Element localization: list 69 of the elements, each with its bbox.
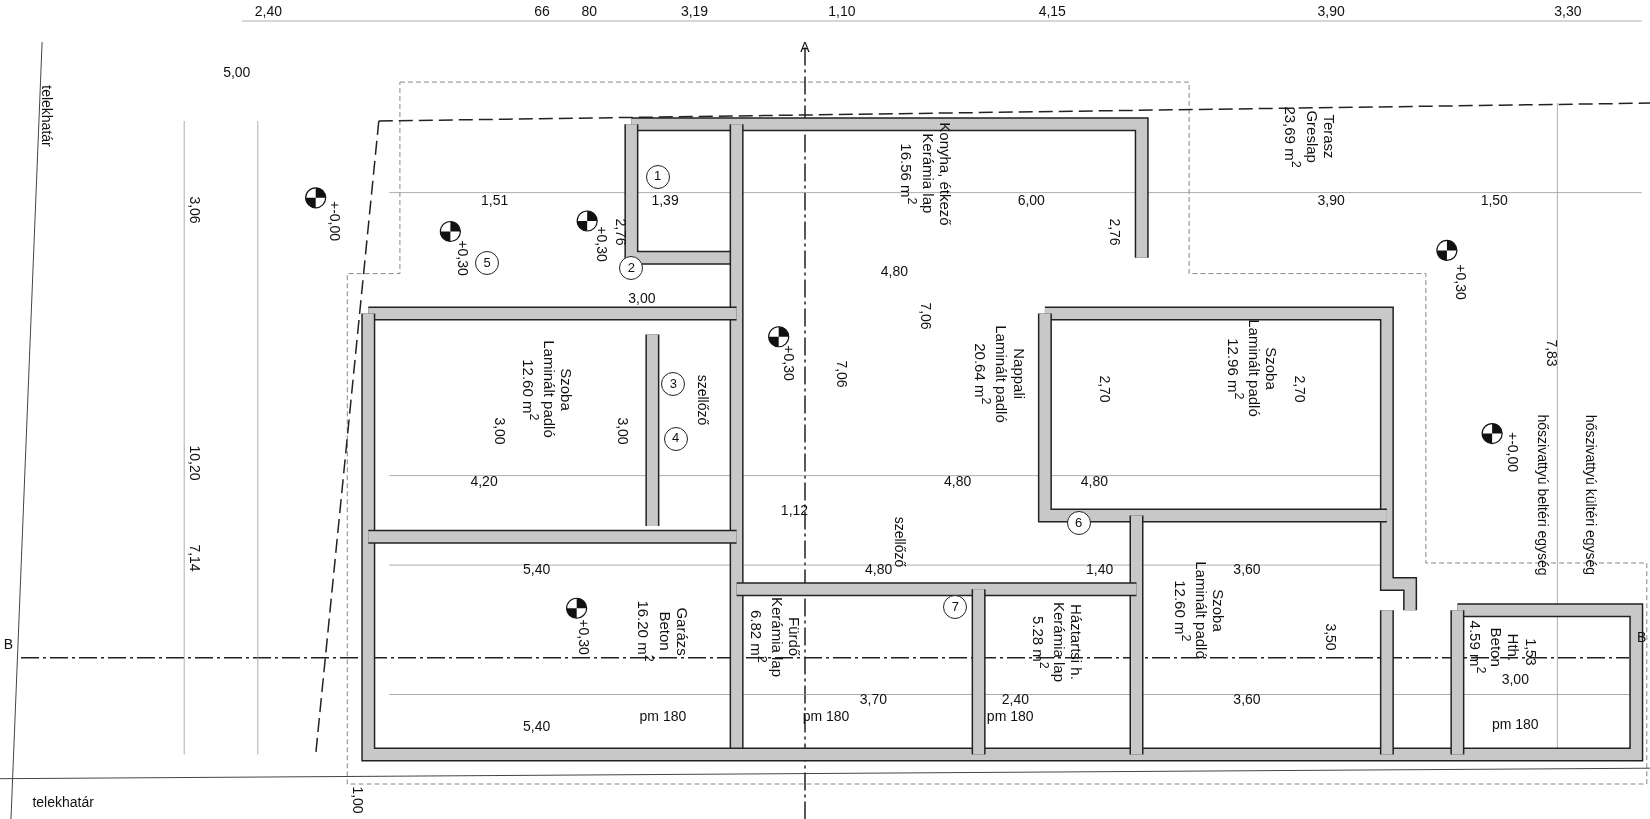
equipment-text: hőszivattyú kültéri egység <box>1583 414 1600 575</box>
dimension-text: 1,50 <box>1480 191 1508 208</box>
dimension-text: 4,80 <box>865 561 893 578</box>
dimension-text: 1,10 <box>828 2 856 19</box>
door-text: pm 180 <box>639 707 687 724</box>
section-mark: B <box>3 635 14 653</box>
dimension-text: 3,00 <box>628 289 656 306</box>
dimension-text: 4,15 <box>1038 2 1066 19</box>
dimension-text: 1,12 <box>780 502 809 519</box>
dimension-text: 3,50 <box>1323 623 1340 651</box>
dimension-text: 3,06 <box>186 196 203 225</box>
level-text: +-0,00 <box>1505 432 1522 473</box>
dimension-text: 5,00 <box>223 63 251 80</box>
equipment-text: hőszivattyú beltéri egység <box>1534 414 1551 576</box>
dimension-text: 7,14 <box>186 544 203 572</box>
dimension-text: 1,40 <box>1086 561 1114 578</box>
level-text: +0,30 <box>781 345 798 381</box>
dimension-text: 7,06 <box>833 359 850 388</box>
level-text: +-0,00 <box>326 200 343 241</box>
dimension-text: 3,00 <box>491 417 508 446</box>
dimension-text: 3,90 <box>1317 2 1345 19</box>
dimension-text: 3,70 <box>859 690 887 707</box>
level-text: +0,30 <box>593 226 610 262</box>
level-text: +0,30 <box>1452 264 1469 300</box>
property-line-text: telekhatár <box>39 85 56 147</box>
dimension-text: 5,40 <box>523 718 551 735</box>
ventilation-text: szellőző <box>891 516 908 568</box>
room-number: 7 <box>943 595 968 620</box>
room-number: 4 <box>663 426 688 451</box>
dimension-text: 5,40 <box>523 561 551 578</box>
dimension-text: 4,80 <box>880 263 909 280</box>
dimension-text: 4,80 <box>943 472 972 489</box>
room-number: 2 <box>619 256 644 281</box>
section-mark: A <box>800 39 810 56</box>
room-number: 3 <box>661 372 686 397</box>
dimension-text: 2,40 <box>1001 690 1030 707</box>
dimension-text: 10,20 <box>186 445 203 481</box>
room-number: 1 <box>645 164 670 189</box>
ventilation-text: szellőző <box>694 374 711 426</box>
dimension-text: 2,70 <box>1096 375 1113 403</box>
door-text: pm 180 <box>986 707 1034 724</box>
dimension-text: 1,39 <box>651 191 679 208</box>
dimension-text: 66 <box>534 2 550 19</box>
dimension-text: 3,00 <box>614 417 631 446</box>
dimension-text: 2,70 <box>1291 375 1308 403</box>
dimension-text: 3,19 <box>680 2 709 19</box>
dimension-text: 4,80 <box>1080 472 1108 489</box>
dimension-text: 80 <box>581 2 598 19</box>
door-text: pm 180 <box>802 707 850 724</box>
level-text: +0,30 <box>454 240 472 276</box>
dimension-text: 7,83 <box>1544 338 1561 367</box>
dimension-text: 1,51 <box>480 191 509 208</box>
dimension-text: 2,76 <box>1107 217 1124 246</box>
dimension-text: 3,00 <box>1501 670 1529 687</box>
property-line-text: telekhatár <box>32 793 94 810</box>
dimension-text: 3,60 <box>1233 561 1261 578</box>
dimension-text: 1,00 <box>349 786 366 814</box>
dimension-text: 2,76 <box>612 217 629 246</box>
dimension-text: 3,30 <box>1554 2 1582 19</box>
dimension-text: 4,20 <box>470 472 498 489</box>
level-text: +0,30 <box>575 618 593 655</box>
door-text: pm 180 <box>1491 715 1539 732</box>
dimension-text: 3,90 <box>1317 191 1345 208</box>
room-number: 5 <box>475 251 500 276</box>
dimension-text: 2,40 <box>254 2 282 19</box>
dimension-text: 6,00 <box>1017 191 1045 208</box>
dimension-text: 3,60 <box>1233 690 1261 707</box>
dimension-text: 7,06 <box>917 302 935 330</box>
dimension-text: 1,53 <box>1523 638 1540 667</box>
